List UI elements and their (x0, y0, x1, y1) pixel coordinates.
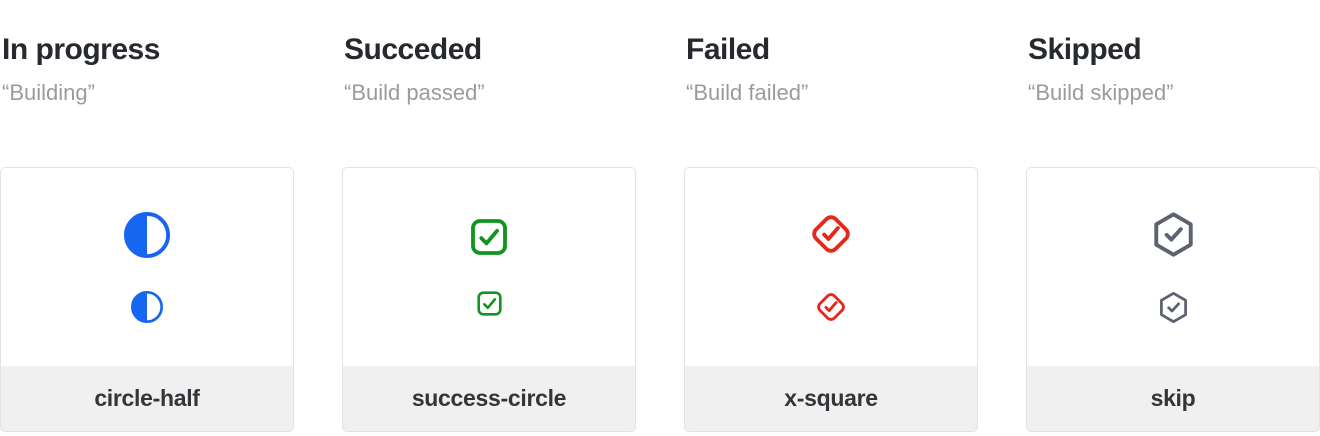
success-circle-icon-small (476, 290, 503, 317)
icon-name-label: success-circle (411, 385, 567, 411)
column-title: In progress (2, 33, 160, 66)
status-message: “Building” (2, 80, 95, 105)
icon-preview-area (1, 168, 293, 366)
icon-preview-area (1027, 168, 1319, 366)
icon-preview-area (685, 168, 977, 366)
x-square-icon-small (814, 290, 848, 324)
icon-name-label: x-square (784, 385, 878, 411)
status-message: “Build failed” (686, 80, 809, 105)
icon-card: success-circle (342, 167, 636, 432)
status-column-failed: Failed “Build failed” (684, 34, 978, 432)
skip-icon-large (1150, 211, 1197, 258)
circle-half-icon-large (124, 211, 170, 258)
icon-card-footer: success-circle (343, 366, 635, 431)
status-message: “Build passed” (344, 80, 485, 105)
status-message: “Build skipped” (1028, 80, 1174, 105)
skip-icon-small (1157, 291, 1190, 324)
column-title: Skipped (1028, 33, 1142, 66)
icon-card: skip (1026, 167, 1320, 432)
column-title: Succeded (344, 33, 482, 66)
icon-name-label: skip (1150, 385, 1196, 411)
success-circle-icon-large (469, 217, 509, 257)
column-title: Failed (686, 33, 770, 66)
circle-half-icon-small (131, 290, 163, 323)
icon-card-footer: x-square (685, 366, 977, 431)
icon-name-label: circle-half (94, 385, 200, 411)
icon-preview-area (343, 168, 635, 366)
icon-card-footer: skip (1027, 366, 1319, 431)
status-column-succeeded: Succeded “Build passed” (342, 34, 636, 432)
status-column-skipped: Skipped “Build skipped” (1026, 34, 1320, 432)
x-square-icon-large (808, 211, 854, 257)
icon-card-footer: circle-half (1, 366, 293, 431)
icon-card: circle-half (0, 167, 294, 432)
status-column-in-progress: In progress “Building” (0, 34, 294, 432)
icon-card: x-square (684, 167, 978, 432)
